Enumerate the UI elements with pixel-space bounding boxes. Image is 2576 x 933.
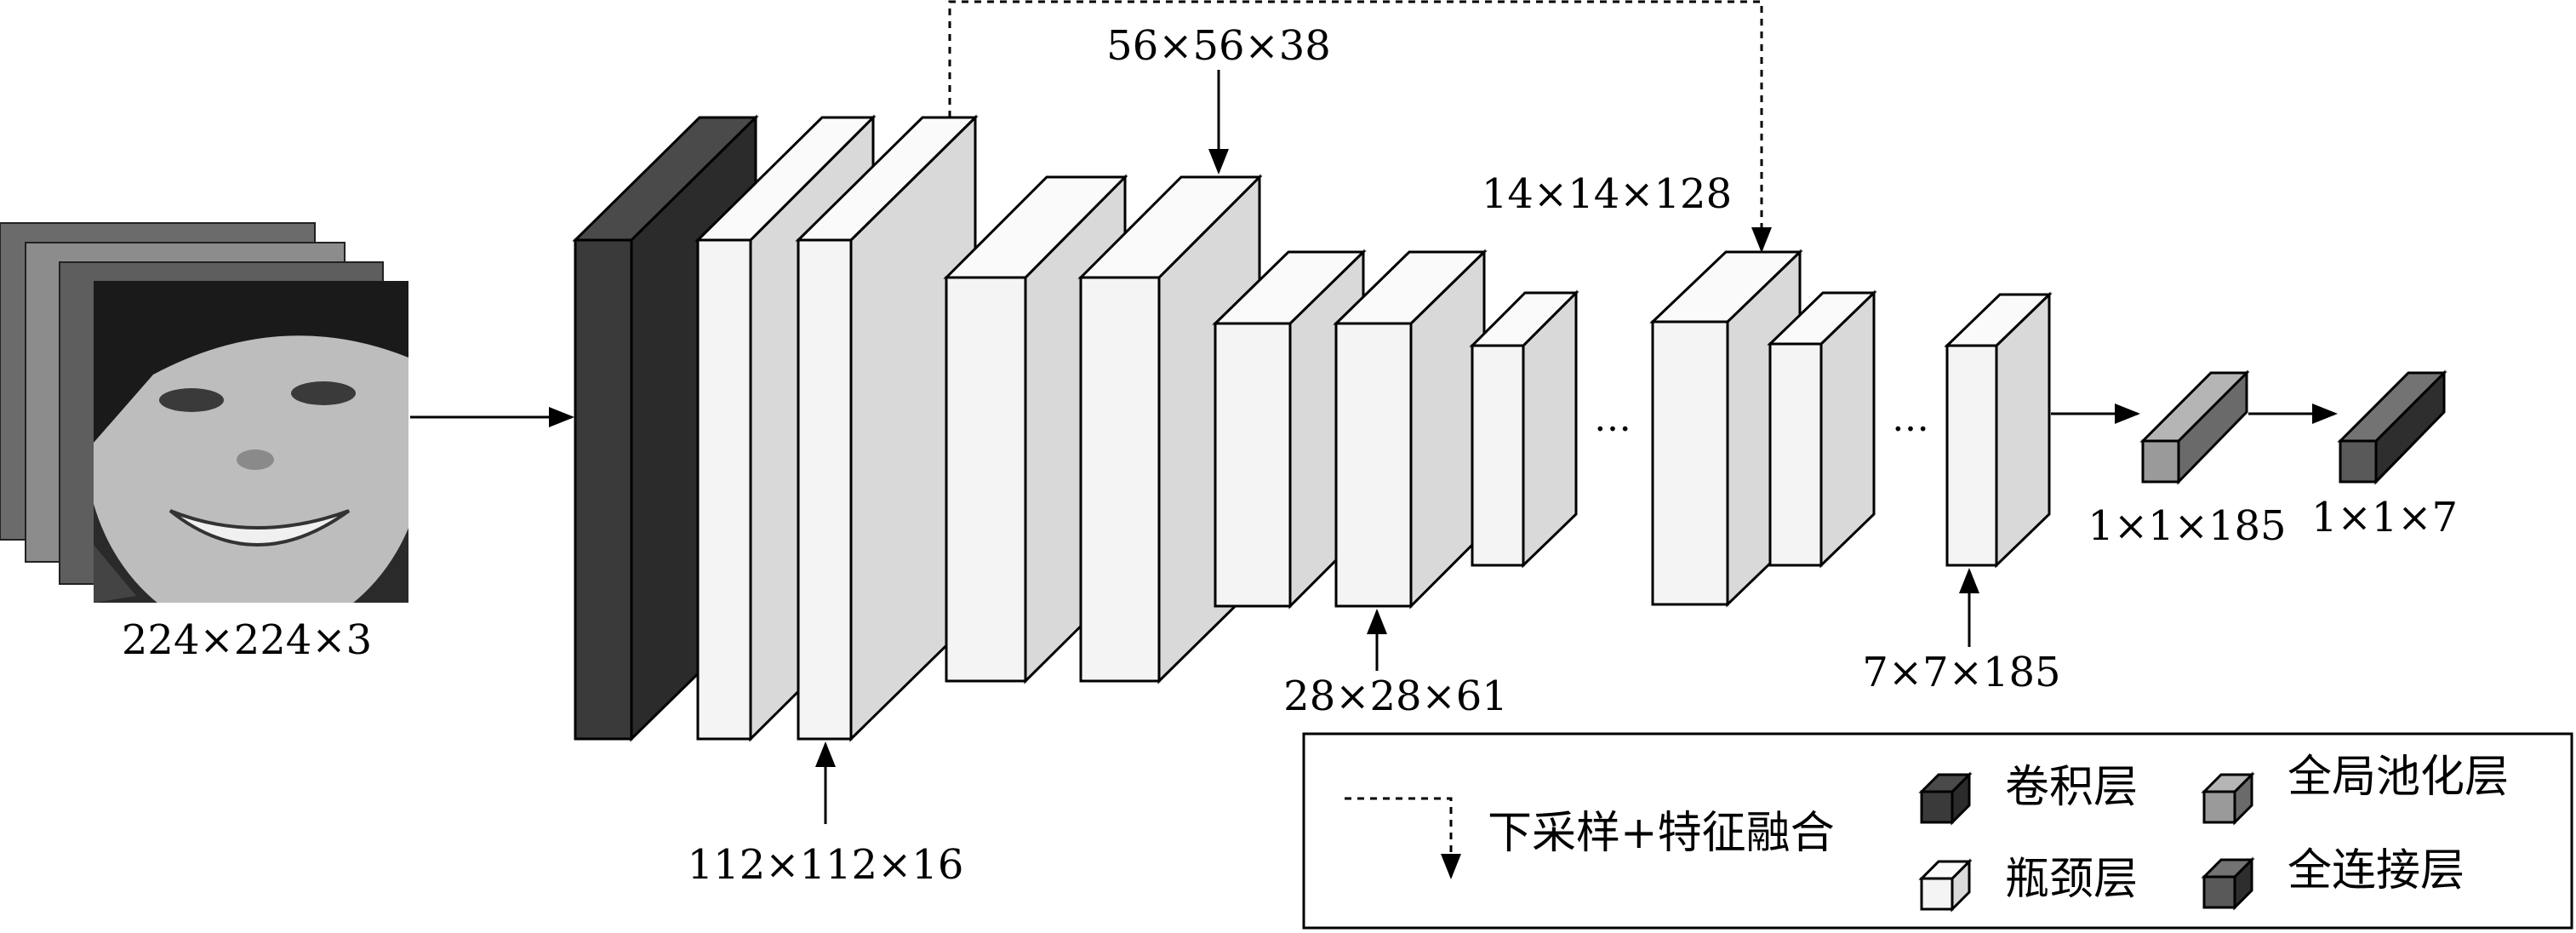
bottleneck-block-4 [1077,174,1263,684]
ellipsis-2: … [1892,397,1929,440]
dim-label-stage1: 112×112×16 [688,841,964,889]
legend-bottleneck-icon [1918,858,1973,913]
legend-label-bottleneck: 瓶颈层 [2005,854,2138,905]
conv-block-front [574,238,633,741]
legend-label-fc: 全连接层 [2288,845,2465,896]
conv-block [572,114,759,742]
dim-label-stage4: 14×14×128 [1482,170,1732,218]
bottleneck-block-6 [1333,249,1488,610]
legend-dashed-arrow-icon [1345,797,1461,879]
input-size-label: 224×224×3 [122,616,372,664]
downsample-fusion-connection [948,0,1772,253]
input-image-stack: 224×224×3 [0,222,408,664]
ellipsis-1: … [1594,397,1631,440]
fc-block [2337,369,2447,485]
legend: 下采样+特征融合 卷积层 瓶颈层 全局池化层 全连接层 [1302,732,2573,930]
legend-label-downsample-fusion: 下采样+特征融合 [1488,808,1835,859]
legend-fc-icon [2201,856,2255,911]
legend-conv-icon [1918,771,1973,826]
bottleneck-block-2 [795,114,979,742]
global-pool-block [2139,369,2250,485]
dim-label-stage5: 7×7×185 [1862,649,2060,696]
dim-label-stage2: 56×56×38 [1106,22,1331,70]
legend-label-conv: 卷积层 [2005,762,2138,813]
legend-label-global-pool: 全局池化层 [2288,752,2509,803]
dim-label-fc: 1×1×7 [2311,494,2458,541]
input-face-image [94,281,408,603]
dim-label-stage3: 28×28×61 [1283,673,1508,720]
dim-label-pool: 1×1×185 [2088,502,2286,550]
layer-blocks [572,114,2447,742]
legend-global-pool-icon [2201,771,2255,826]
bottleneck-block-7 [1469,289,1579,569]
bottleneck-block-9 [1767,289,1877,569]
dimension-annotations: 112×112×16 56×56×38 28×28×61 14×14×128 7… [688,22,2458,889]
bottleneck-block-10 [1944,291,2053,569]
